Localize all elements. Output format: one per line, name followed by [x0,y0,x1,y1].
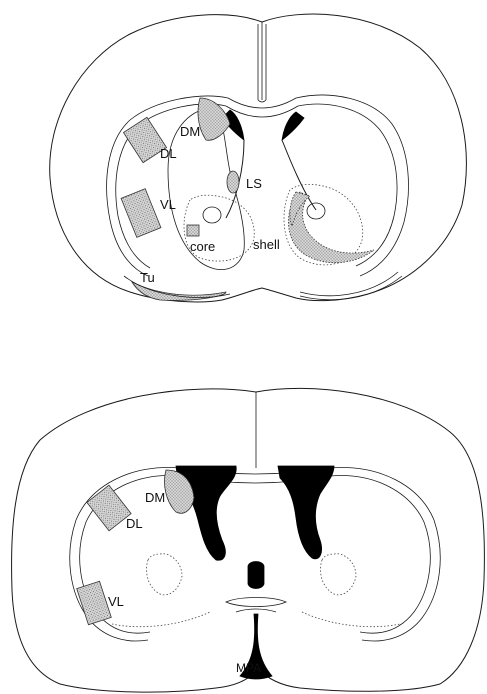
upper-ls-region [227,171,239,193]
lower-dl-region [87,485,131,531]
lower-label-dm: DM [145,490,165,505]
lower-right-cortex-boundary-inner [330,475,430,633]
upper-core-region [187,225,199,236]
lower-coronal-section: DM DL VL MPA [12,388,485,692]
upper-coronal-section: DM DL VL LS core shell Tu [50,14,467,302]
lower-left-dotted-line [112,612,210,627]
lower-third-ventricle [248,562,264,589]
upper-label-tu: Tu [140,270,155,285]
upper-label-shell: shell [253,237,280,252]
lower-right-dotted-line [302,612,400,627]
lower-anterior-commissure [226,598,286,607]
upper-label-vl: VL [160,197,176,212]
lower-label-dl: DL [126,516,143,531]
lower-right-cortex-boundary [330,468,440,641]
upper-left-anterior-commissure [203,207,221,223]
upper-midline-fissure-cap [258,100,266,102]
upper-right-ventricle [282,112,304,140]
upper-right-anterior-commissure [307,203,325,219]
upper-label-core: core [190,239,215,254]
lower-right-dotted-area [321,554,357,595]
upper-midline-fissure [258,22,266,100]
lower-brain-outline [12,388,485,692]
upper-label-dm: DM [180,124,200,139]
upper-vl-region [121,189,161,238]
upper-label-ls: LS [246,176,262,191]
lower-right-ventricle [278,466,334,559]
lower-label-mpa: MPA [236,661,261,675]
lower-label-vl: VL [108,594,124,609]
lower-left-dotted-area [147,554,183,595]
upper-right-tubercle [300,272,402,300]
lower-anterior-commissure-shadow [236,609,276,612]
upper-corpus-callosum [226,98,298,117]
upper-dm-region [198,98,230,140]
upper-label-dl: DL [160,146,177,161]
lower-vl-region [77,581,112,625]
